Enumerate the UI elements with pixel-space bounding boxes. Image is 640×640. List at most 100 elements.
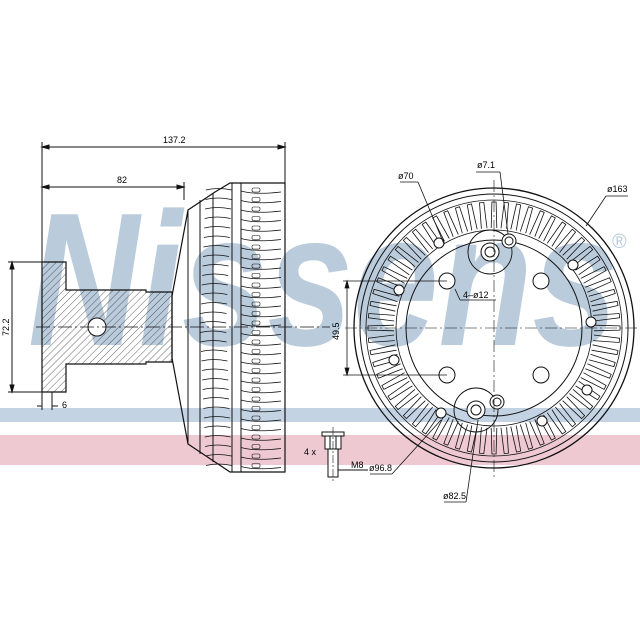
front-view	[343, 171, 640, 503]
front-fin	[588, 353, 616, 368]
front-fin	[466, 425, 478, 453]
side-fin	[202, 378, 282, 384]
side-fin	[200, 302, 282, 308]
hub-boss	[467, 229, 513, 275]
side-fin	[201, 359, 282, 365]
front-fin	[585, 277, 612, 293]
side-fin	[203, 245, 282, 251]
dim-inner-ring: ø82.5	[443, 491, 466, 501]
front-fin	[387, 380, 413, 401]
side-fin-slot	[251, 453, 261, 459]
side-fin-slot	[251, 415, 261, 421]
front-fin	[394, 245, 419, 268]
side-fin-slot	[251, 311, 261, 316]
front-fin	[591, 344, 619, 356]
front-fin	[529, 210, 545, 237]
front-fin	[367, 334, 395, 343]
front-fin	[593, 334, 621, 343]
side-fin-slot	[251, 197, 261, 202]
side-fin-slot	[251, 320, 261, 326]
front-fin	[479, 201, 488, 229]
front-fin	[367, 313, 395, 322]
front-fin	[402, 236, 426, 260]
side-fin-slot	[251, 273, 261, 278]
front-fin	[569, 388, 594, 411]
dim-bolt-spacing: 49.5	[331, 322, 341, 340]
front-fin	[529, 419, 545, 446]
bolt-drawing	[321, 427, 368, 482]
front-fin	[372, 353, 400, 368]
front-fin	[376, 363, 403, 379]
front-fin	[421, 409, 442, 435]
dim-bolt-holes: 4–ø12	[463, 290, 489, 300]
leader-bolt-holes	[454, 288, 461, 301]
side-fin	[202, 254, 282, 261]
side-fin-slot	[251, 349, 261, 354]
side-fin-slot	[251, 187, 261, 193]
front-fin	[580, 372, 607, 390]
front-fin	[432, 414, 450, 441]
side-fin-slot	[251, 235, 261, 240]
side-fins	[200, 187, 282, 470]
side-fin	[204, 425, 282, 432]
side-fin	[205, 444, 282, 451]
dim-outer-diameter: ø163	[607, 184, 628, 194]
side-fin	[200, 311, 282, 318]
side-fin	[201, 292, 282, 299]
side-fin-slot	[251, 254, 261, 259]
side-fin-slot	[251, 244, 261, 250]
front-fin	[432, 215, 450, 242]
front-fin	[381, 266, 408, 284]
dim-flange-thickness: 6	[62, 400, 67, 410]
side-fin	[204, 226, 282, 232]
front-fin	[510, 203, 522, 231]
side-fin-slot	[251, 282, 261, 288]
side-fin-slot	[251, 292, 261, 297]
front-fin	[588, 288, 616, 303]
side-fin-slot	[251, 206, 261, 212]
front-fin	[554, 228, 577, 253]
dim-flange-height: 72.2	[1, 318, 11, 336]
front-fin	[510, 425, 522, 453]
front-fin	[411, 228, 434, 253]
side-fin	[203, 406, 282, 413]
side-fin	[205, 197, 282, 204]
side-fin-slot	[251, 387, 261, 392]
side-fin-slot	[251, 463, 261, 468]
side-fin	[200, 330, 282, 337]
dim-hub-diameter: ø70	[398, 171, 414, 181]
side-fin	[205, 454, 282, 460]
front-fin	[575, 255, 601, 276]
front-fin	[580, 266, 607, 284]
bolt-thread: M8	[351, 460, 364, 470]
side-view	[8, 142, 330, 473]
side-fin	[201, 368, 282, 375]
dim-overall-length: 137.2	[163, 135, 186, 145]
side-fin	[204, 207, 282, 213]
front-fin	[546, 221, 567, 247]
side-fin	[202, 273, 282, 280]
side-fin	[202, 397, 282, 403]
front-fin	[569, 245, 594, 268]
center-features	[388, 233, 597, 427]
side-fin	[200, 321, 282, 327]
side-fin-slot	[251, 339, 261, 345]
front-fin	[538, 414, 556, 441]
front-fin	[519, 422, 534, 450]
front-fin	[454, 206, 469, 234]
front-fin	[369, 300, 397, 312]
side-fin	[200, 349, 282, 356]
front-fin	[562, 396, 586, 420]
clutch-body-outline	[171, 182, 286, 473]
side-fin	[204, 435, 282, 441]
watermark-registered-mark: ®	[612, 231, 627, 253]
front-fin	[421, 221, 442, 247]
front-fin	[402, 396, 426, 420]
side-fin-slot	[251, 358, 261, 364]
side-fin-slot	[251, 263, 261, 269]
front-fin	[538, 215, 556, 242]
side-fin-slot	[251, 330, 261, 335]
front-fin	[381, 372, 408, 390]
dim-bolt-circle: ø96.8	[369, 463, 392, 473]
